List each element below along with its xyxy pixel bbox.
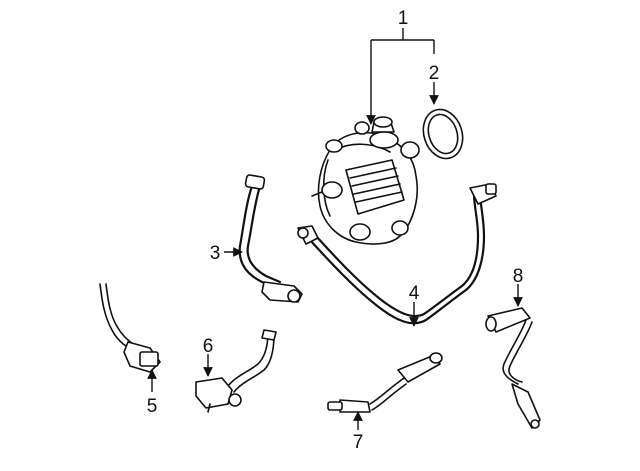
callout-leaders xyxy=(147,28,523,430)
vacuum-line xyxy=(297,183,497,325)
oxygen-sensor-8 xyxy=(485,307,541,429)
vacuum-pump xyxy=(311,116,420,245)
callout-1: 1 xyxy=(398,8,409,29)
callout-3: 3 xyxy=(210,243,221,264)
callout-6: 6 xyxy=(203,336,214,357)
vacuum-hose xyxy=(238,174,303,303)
callout-7: 7 xyxy=(353,432,364,453)
callout-8: 8 xyxy=(513,266,524,287)
sensor-bracket-6 xyxy=(195,329,277,413)
callout-5: 5 xyxy=(147,396,158,417)
sensor-harness-5 xyxy=(99,283,161,373)
oxygen-sensor-7 xyxy=(327,352,443,413)
callout-2: 2 xyxy=(429,63,440,84)
callout-4: 4 xyxy=(409,283,420,304)
o-ring-seal xyxy=(422,108,464,160)
